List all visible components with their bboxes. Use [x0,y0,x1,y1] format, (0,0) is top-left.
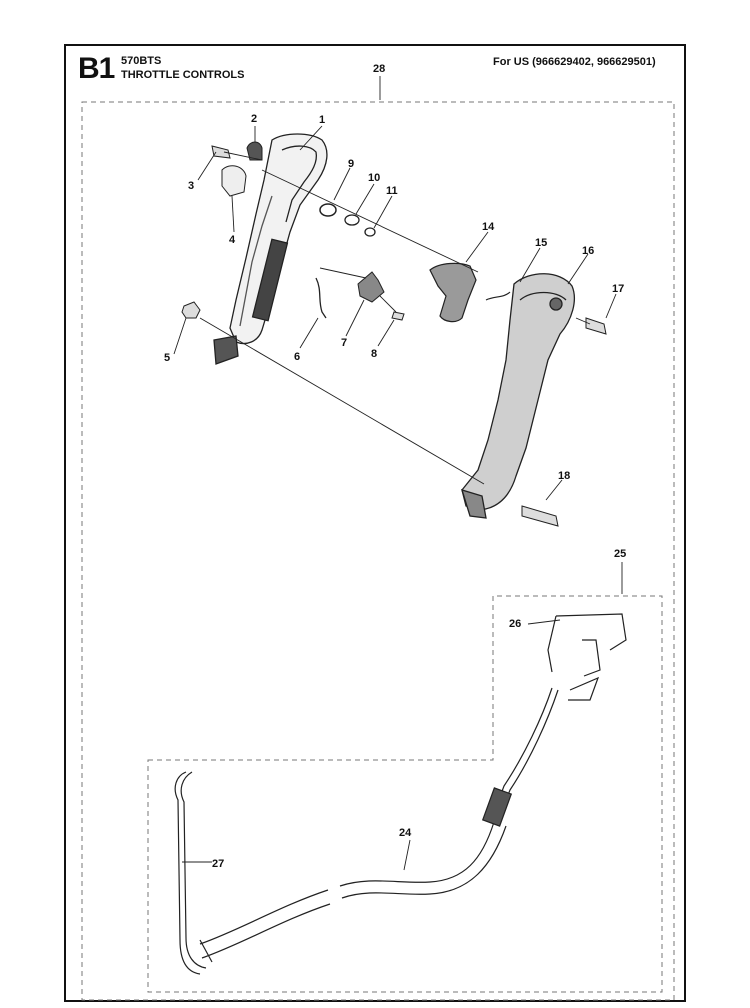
wire-harness [174,613,627,975]
nut-5 [181,301,201,319]
callout-25: 25 [614,548,626,560]
washer-9 [319,203,337,217]
callout-16: 16 [582,245,594,257]
callout-17: 17 [612,283,624,295]
callout-15: 15 [535,237,547,249]
page-title: THROTTLE CONTROLS [121,69,245,81]
screw-3 [211,145,231,159]
handle-right-half [461,273,575,519]
callout-leaders [173,76,623,871]
screw-18 [521,505,559,527]
callout-3: 3 [188,180,194,192]
screw-8 [391,311,405,321]
callout-7: 7 [341,337,347,349]
callout-27: 27 [212,858,224,870]
callout-6: 6 [294,351,300,363]
callout-11: 11 [386,185,398,197]
callout-1: 1 [319,114,325,126]
callout-labels: 1 2 3 4 5 6 7 8 9 10 11 14 15 16 17 18 2… [164,63,626,870]
screw-17 [585,317,607,335]
switch-4 [221,165,247,197]
callout-5: 5 [164,352,170,364]
callout-4: 4 [229,234,236,246]
callout-14: 14 [482,221,495,233]
market-note: For US (966629402, 966629501) [493,56,656,68]
washer-11 [364,227,376,237]
model-name: 570BTS [121,55,162,67]
callout-28: 28 [373,63,385,75]
handle-left-half [213,133,328,365]
stop-clip [246,141,263,161]
throttle-cable [199,687,559,959]
callout-8: 8 [371,348,377,360]
callout-10: 10 [368,172,380,184]
callout-9: 9 [348,158,354,170]
washer-10 [344,214,360,226]
spring-6 [315,277,327,319]
assembly-outline-25 [147,595,663,993]
callout-26: 26 [509,618,521,630]
callout-18: 18 [558,470,570,482]
callout-2: 2 [251,113,257,125]
assembly-lines [199,151,591,485]
callout-24: 24 [399,827,412,839]
spring-15 [485,291,511,301]
throttle-lock-7 [357,271,385,303]
diagram-frame [64,44,686,1002]
section-code: B1 [78,52,115,85]
assembly-outline-28 [81,101,675,1001]
throttle-trigger-14 [429,262,477,323]
